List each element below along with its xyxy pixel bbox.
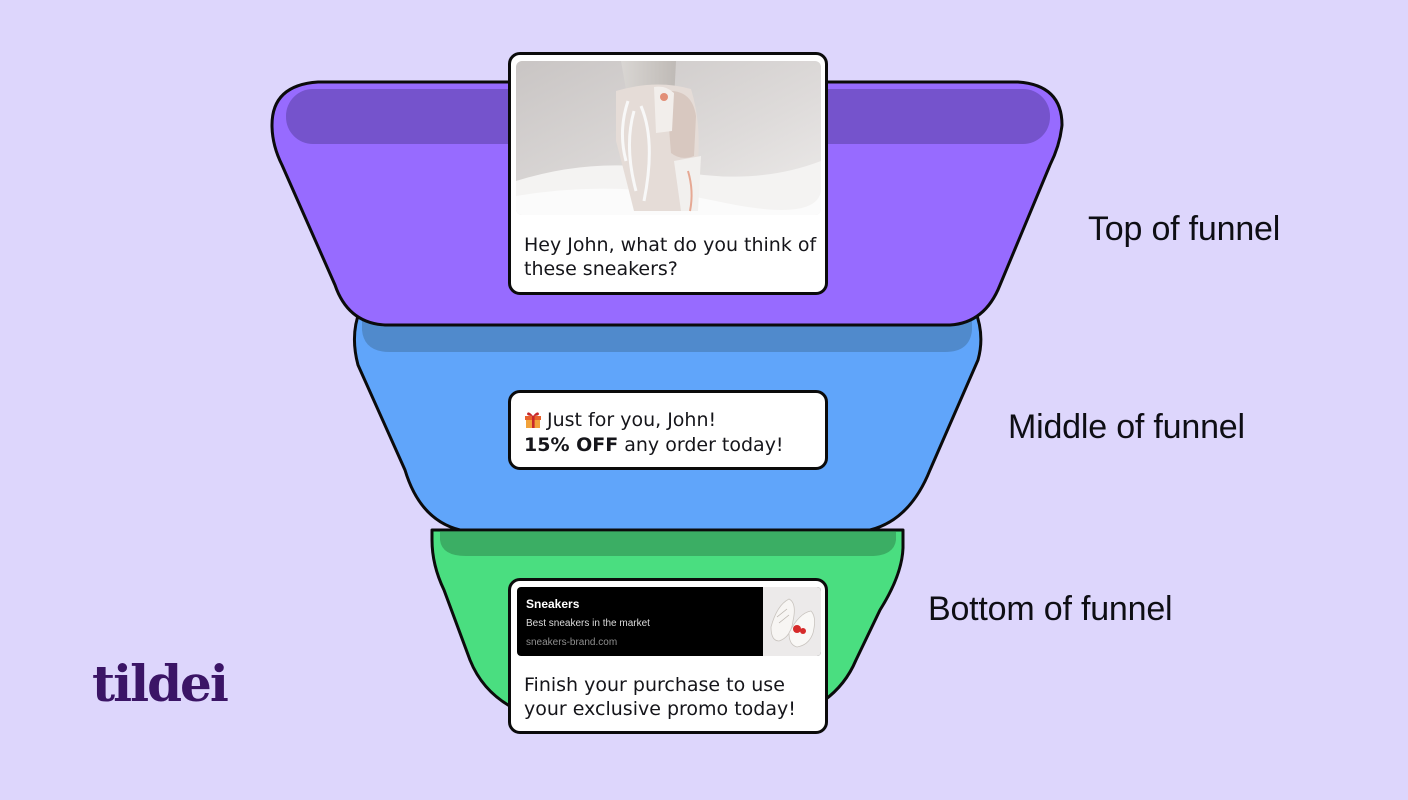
label-top-of-funnel: Top of funnel — [1088, 210, 1281, 248]
ad-subtitle: Best sneakers in the market — [526, 618, 650, 629]
offer-greeting-text: Just for you, John! — [547, 409, 717, 431]
offer-greeting-line: Just for you, John! — [524, 408, 716, 432]
tildei-logo: tildei — [92, 654, 229, 713]
bottom-funnel-retargeting-card: Sneakers Best sneakers in the market sne… — [508, 578, 828, 734]
label-middle-of-funnel: Middle of funnel — [1008, 408, 1245, 446]
bottom-card-message: Finish your purchase to use your exclusi… — [524, 674, 796, 720]
gift-icon — [525, 412, 541, 428]
middle-funnel-offer-card: Just for you, John! 15% OFF any order to… — [508, 390, 828, 470]
sneaker-thumbnail — [763, 587, 821, 656]
discount-detail: any order today! — [618, 434, 784, 456]
ad-url: sneakers-brand.com — [526, 637, 618, 648]
sneaker-photo — [516, 61, 821, 215]
label-bottom-of-funnel: Bottom of funnel — [928, 590, 1173, 628]
offer-discount-line: 15% OFF any order today! — [524, 433, 784, 457]
ad-title: Sneakers — [526, 597, 580, 611]
discount-amount: 15% OFF — [524, 434, 619, 456]
top-card-message: Hey John, what do you think of these sne… — [524, 234, 817, 280]
ad-banner[interactable]: Sneakers Best sneakers in the market sne… — [517, 587, 821, 656]
top-funnel-message-card: Hey John, what do you think of these sne… — [508, 52, 828, 295]
